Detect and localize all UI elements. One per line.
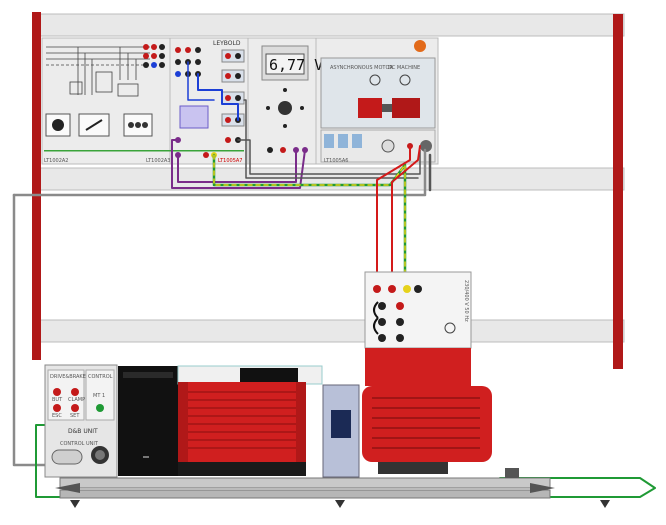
terminal-box-text: 230/400 V 50 Hz — [463, 280, 469, 322]
rotary-knob[interactable] — [420, 140, 432, 152]
right-upright — [613, 14, 623, 369]
db-button-2[interactable] — [71, 388, 79, 396]
dashed-pe-line — [44, 150, 244, 152]
panel-left — [41, 37, 171, 165]
db-key-socket[interactable] — [96, 404, 104, 412]
motor-symbol-icon — [444, 322, 456, 334]
brake-cabinet — [118, 366, 178, 476]
contactor-block — [179, 105, 209, 129]
db-btn-4-label: SET — [70, 413, 80, 419]
db-btn-1-label: BUT — [52, 397, 63, 403]
motor-terminal-cover — [365, 348, 471, 386]
purple-wire — [171, 139, 306, 189]
top-rail — [35, 13, 625, 37]
db-btn-3-label: ESC — [52, 413, 62, 419]
terminal-box: 230/400 V 50 Hz — [364, 271, 472, 349]
mid-rail-lower — [35, 319, 625, 343]
machine-set: DRIVE&BRAKE CONTROL BUT CLAMP ESC SET MT… — [44, 348, 610, 508]
db-button-1[interactable] — [53, 388, 61, 396]
mid-panel-sockets — [143, 44, 217, 158]
left-upright — [32, 12, 41, 360]
red-module-code: LT1005A7 — [218, 158, 242, 164]
red-wire — [376, 145, 411, 289]
left-panel-code: LT1002A2 — [44, 158, 68, 164]
db-button-3[interactable] — [53, 404, 61, 412]
mid-panel-code: LT1002A3 — [146, 158, 170, 164]
db-btn-2-label: CLAMP — [68, 397, 85, 403]
async-motor-body — [362, 386, 492, 462]
meter-display — [265, 53, 305, 75]
speed-knob[interactable] — [381, 139, 395, 153]
module-code-1: LT1005A6 — [324, 158, 348, 164]
db-left-header: DRIVE&BRAKE — [50, 374, 86, 380]
db-sub-label: CONTROL UNIT — [60, 441, 99, 447]
upper-panel-board: LT1002A2 LT1002A3 LT1005A7 — [41, 37, 439, 165]
switch-row — [45, 113, 153, 137]
motor-label-2: DC MACHINE — [388, 65, 420, 71]
motor-label-1: ASYNCHRONOUS MOTOR — [330, 65, 393, 71]
emergency-button[interactable] — [414, 40, 426, 52]
selector-knob[interactable] — [52, 119, 64, 131]
db-connector — [51, 449, 83, 465]
base-rail — [59, 477, 551, 489]
db-title: D&B UNIT — [68, 428, 98, 435]
meter-reading: 6,77 V — [269, 56, 323, 74]
rack-frame — [32, 12, 625, 369]
mains-schematic — [46, 46, 150, 97]
machine-control-panel: ASYNCHRONOUS MOTOR DC MACHINE LT1005A6 — [320, 40, 436, 164]
blue-wire — [197, 73, 239, 121]
brand-label: LEYBOLD — [213, 40, 241, 47]
db-right-header: CONTROL — [88, 374, 113, 380]
db-key-label: MT 1 — [93, 393, 105, 399]
range-selector[interactable] — [278, 101, 292, 115]
db-button-4[interactable] — [71, 404, 79, 412]
mid-rail-upper — [35, 167, 625, 191]
dc-machine-body — [178, 382, 188, 466]
voltmeter: 6,77 V — [261, 45, 323, 153]
